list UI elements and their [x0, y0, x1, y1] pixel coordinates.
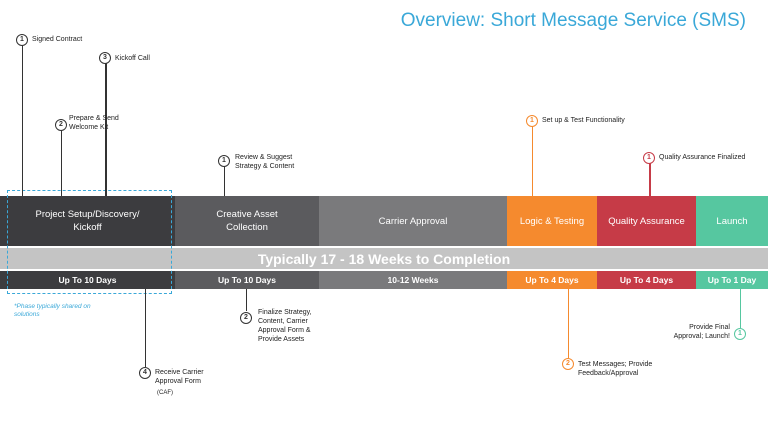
milestone-review-strategy: Review & Suggest Strategy & Content	[235, 154, 295, 170]
milestone-qa-finalized: Quality Assurance Finalized	[659, 154, 746, 161]
duration-creative: Up To 10 Days	[175, 271, 319, 289]
milestone-receive-caf-sub: (CAF)	[157, 390, 173, 396]
line-test-messages	[568, 289, 569, 358]
line-kickoff-call	[105, 63, 107, 196]
milestone-number-icon: 2	[240, 312, 252, 324]
phase-logic-label: Logic & Testing	[519, 215, 585, 227]
duration-launch: Up To 1 Day	[696, 271, 768, 289]
shared-phase-outline	[7, 190, 172, 294]
milestone-welcome-kit: Prepare & Send Welcome Kit	[69, 115, 119, 131]
phase-creative: Creative Asset Collection	[175, 196, 319, 246]
milestone-test-messages: Test Messages; Provide Feedback/Approval	[578, 361, 653, 377]
milestone-finalize-strategy: Finalize Strategy, Content, Carrier Appr…	[258, 309, 312, 343]
line-finalize-strategy	[246, 289, 247, 311]
phase-launch-label: Launch	[716, 215, 748, 227]
phase-launch: Launch	[696, 196, 768, 246]
line-review-strategy	[224, 165, 225, 196]
milestone-signed-contract: Signed Contract	[32, 36, 83, 43]
line-qa-finalized	[649, 163, 651, 196]
milestone-number-icon: 1	[643, 152, 655, 164]
phase-carrier: Carrier Approval	[319, 196, 507, 246]
milestone-number-icon: 1	[218, 155, 230, 167]
phase-setup-label: Project Setup/Discovery/ Kickoff	[35, 209, 140, 233]
milestone-number-icon: 3	[99, 52, 111, 64]
phase-setup: Project Setup/Discovery/ Kickoff	[0, 196, 175, 246]
line-setup-test	[532, 126, 533, 196]
line-receive-caf	[145, 289, 146, 367]
milestone-number-icon: 1	[526, 115, 538, 127]
duration-logic: Up To 4 Days	[507, 271, 597, 289]
shared-phase-note: *Phase typically shared on solutions	[14, 303, 91, 318]
completion-banner: Typically 17 - 18 Weeks to Completion	[0, 248, 768, 269]
milestone-setup-test: Set up & Test Functionality	[542, 117, 625, 124]
milestone-number-icon: 1	[16, 34, 28, 46]
milestone-receive-caf: Receive Carrier Approval Form	[155, 369, 204, 385]
duration-carrier: 10-12 Weeks	[319, 271, 507, 289]
phase-qa: Quality Assurance	[597, 196, 696, 246]
phase-logic: Logic & Testing	[507, 196, 597, 246]
page-title: Overview: Short Message Service (SMS)	[400, 10, 746, 31]
milestone-number-icon: 2	[562, 358, 574, 370]
milestone-kickoff-call: Kickoff Call	[115, 55, 150, 62]
line-final-approval	[740, 289, 741, 328]
milestone-number-icon: 4	[139, 367, 151, 379]
completion-banner-text: Typically 17 - 18 Weeks to Completion	[257, 250, 511, 267]
milestone-final-approval: Provide Final Approval; Launch!	[673, 324, 730, 340]
milestone-number-icon: 1	[734, 328, 746, 340]
phase-creative-label: Creative Asset Collection	[216, 209, 278, 233]
milestone-number-icon: 2	[55, 119, 67, 131]
duration-qa: Up To 4 Days	[597, 271, 696, 289]
phase-qa-label: Quality Assurance	[608, 215, 685, 227]
line-welcome-kit	[61, 130, 62, 196]
duration-setup: Up To 10 Days	[0, 271, 175, 289]
line-signed-contract	[22, 45, 23, 196]
phase-carrier-label: Carrier Approval	[378, 215, 448, 227]
